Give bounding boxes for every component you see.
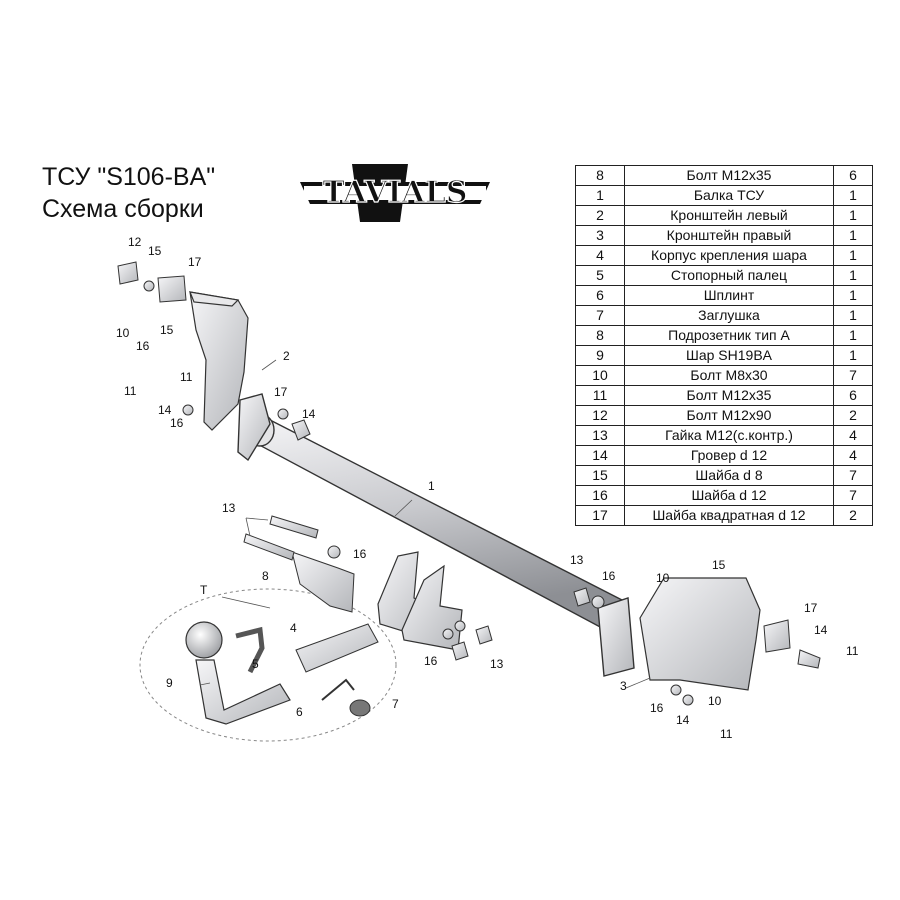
group-label-t: T: [200, 583, 208, 597]
callout-number: 15: [148, 244, 162, 258]
callout-number: 13: [570, 553, 584, 567]
callout-number: 10: [116, 326, 130, 340]
callout-number: 7: [392, 697, 399, 711]
end-cap: [349, 699, 371, 717]
callout-number: 14: [158, 403, 172, 417]
long-bolts: [243, 515, 319, 561]
callout-number: 14: [814, 623, 828, 637]
parts-name-cell: Кронштейн левый: [624, 205, 834, 226]
callout-number: 11: [124, 384, 137, 398]
callout-number: 8: [262, 569, 269, 583]
callout-number: 16: [602, 569, 616, 583]
page-subtitle: Схема сборки: [42, 195, 204, 223]
tavials-logo: TAVIALS: [300, 164, 490, 222]
callout-number: 16: [650, 701, 664, 715]
ball-mount: [185, 621, 291, 725]
cotter-pin: [321, 678, 355, 701]
parts-qty-cell: 2: [833, 505, 873, 526]
callout-number: 3: [620, 679, 627, 693]
square-washer-right: [763, 619, 791, 653]
parts-qty-cell: 6: [833, 165, 873, 186]
callout-number: 14: [676, 713, 690, 727]
callout-number: 13: [222, 501, 236, 515]
callout-number: 17: [274, 385, 288, 399]
callout-number: 15: [712, 558, 726, 572]
callout-number: 15: [160, 323, 174, 337]
svg-text:TAVIALS: TAVIALS: [322, 175, 467, 210]
callout-number: 10: [656, 571, 670, 585]
callout-number: 11: [846, 644, 859, 658]
callout-number: 11: [720, 727, 733, 741]
parts-name-cell: Болт М8х30: [624, 365, 834, 386]
square-washer-left: [157, 275, 187, 303]
group-t-outline: [139, 588, 397, 742]
parts-num-cell: 17: [575, 505, 625, 526]
fasteners: [117, 261, 821, 706]
lock-pin: [235, 626, 265, 674]
callout-number: 4: [290, 621, 297, 635]
tow-beam: [237, 393, 635, 677]
ball-housing: [295, 623, 379, 673]
parts-name-cell: Шайба d 12: [624, 485, 834, 506]
parts-name-cell: Корпус крепления шара: [624, 245, 834, 266]
callout-number: 12: [128, 235, 142, 249]
callout-number: 9: [166, 676, 173, 690]
page-title: ТСУ "S106-BA": [42, 163, 216, 191]
parts-name-cell: Кронштейн правый: [624, 225, 834, 246]
callout-number: 5: [252, 657, 259, 671]
callout-number: 14: [302, 407, 316, 421]
callout-number: 2: [283, 349, 290, 363]
callout-number: 17: [804, 601, 818, 615]
callout-number: 1: [428, 479, 435, 493]
callout-number: 16: [353, 547, 367, 561]
callout-number: 13: [490, 657, 504, 671]
socket-plate: [291, 551, 355, 613]
right-bracket: [639, 577, 761, 691]
callout-number: 17: [188, 255, 202, 269]
parts-num-cell: 15: [575, 465, 625, 486]
left-bracket: [189, 291, 249, 431]
callout-number: 16: [136, 339, 150, 353]
parts-name-cell: Шайба квадратная d 12: [624, 505, 834, 526]
callout-number: 11: [180, 370, 193, 384]
callout-number: 16: [170, 416, 184, 430]
callout-number: 16: [424, 654, 438, 668]
parts-name-cell: Болт М12х90: [624, 405, 834, 426]
parts-num-cell: 10: [575, 365, 625, 386]
callout-number: 10: [708, 694, 722, 708]
leader-lines: [199, 359, 651, 689]
parts-qty-cell: 4: [833, 425, 873, 446]
callout-number: 6: [296, 705, 303, 719]
